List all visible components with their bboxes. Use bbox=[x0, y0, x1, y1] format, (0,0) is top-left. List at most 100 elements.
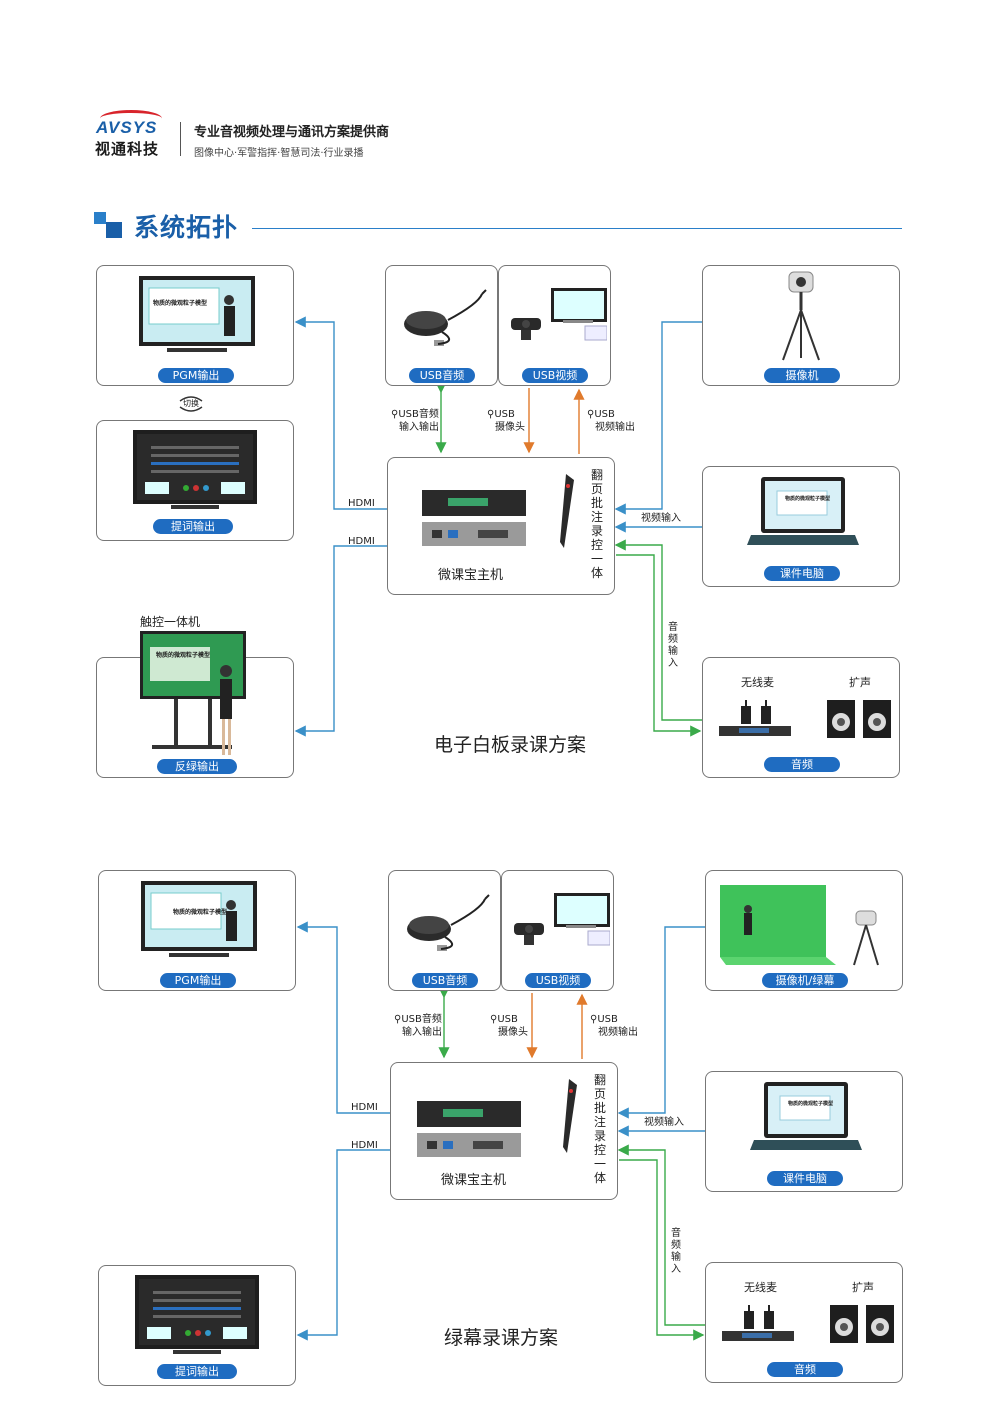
hdmi-line-pgm bbox=[294, 316, 387, 510]
touch-panel-icon bbox=[140, 631, 246, 755]
pen-label-2: 翻页批注录控一体 bbox=[593, 1073, 606, 1185]
audio-line-in-2 bbox=[617, 1144, 705, 1326]
camera-label: 摄像机 bbox=[764, 368, 840, 383]
header-divider bbox=[180, 122, 181, 156]
prompt-label: 提词输出 bbox=[153, 519, 233, 534]
hdmi-label-4: HDMI bbox=[351, 1140, 378, 1151]
hdmi-label-1: HDMI bbox=[348, 498, 375, 509]
usb-video-box: USB视频 bbox=[498, 265, 611, 386]
logo-cn: 视通科技 bbox=[95, 140, 160, 158]
laptop-icon bbox=[747, 477, 859, 545]
camera-label-2: 摄像机/绿幕 bbox=[762, 973, 848, 988]
usb-audio-text-3: ⚲USB音频 bbox=[394, 1014, 442, 1025]
feedback-label: 反绿输出 bbox=[157, 759, 237, 774]
slide-title: 物质的微观粒子模型 bbox=[156, 652, 211, 659]
usb-video-text-1: ⚲USB bbox=[587, 409, 615, 420]
webcam-icon bbox=[514, 893, 610, 946]
audio-line-out bbox=[616, 554, 702, 737]
section-square-icon bbox=[106, 222, 122, 238]
mic-speaker-icon bbox=[719, 700, 891, 738]
wireless-label-2: 无线麦 bbox=[744, 1281, 777, 1294]
presenter-pen-icon bbox=[563, 1079, 577, 1153]
monitor-icon bbox=[135, 1275, 259, 1354]
laptop-box: 物质的微观粒子模型 课件电脑 bbox=[702, 466, 900, 587]
audio-in-label: 音频输入 bbox=[668, 622, 678, 669]
pen-label: 翻页批注录控一体 bbox=[590, 468, 603, 580]
video-in-label: 视频输入 bbox=[641, 513, 681, 524]
section-rule bbox=[252, 228, 902, 229]
usb-video-text-4: 视频输出 bbox=[598, 1027, 638, 1038]
tv-icon bbox=[139, 276, 255, 352]
usb-audio-label: USB音频 bbox=[409, 368, 475, 383]
usb-cam-text-4: 摄像头 bbox=[498, 1027, 528, 1038]
pgm-label: PGM输出 bbox=[158, 368, 234, 383]
usb-audio-box-2: USB音频 bbox=[388, 870, 501, 991]
host-device-icon bbox=[422, 490, 526, 546]
pgm-label-2: PGM输出 bbox=[160, 973, 236, 988]
laptop-label-2: 课件电脑 bbox=[767, 1171, 843, 1186]
presenter-pen-icon bbox=[560, 474, 574, 548]
pgm-output-box-2: 物质的微观粒子模型 PGM输出 bbox=[98, 870, 296, 991]
host-device-icon bbox=[417, 1101, 521, 1157]
speaker-label-2: 扩声 bbox=[852, 1281, 874, 1294]
touch-label: 触控一体机 bbox=[140, 615, 201, 629]
usb-audio-text-1: ⚲USB音频 bbox=[391, 409, 439, 420]
slide-title: 物质的微观粒子模型 bbox=[153, 300, 208, 307]
audio-label: 音频 bbox=[764, 757, 840, 772]
hdmi-label-3: HDMI bbox=[351, 1102, 378, 1113]
camera-line-2 bbox=[617, 926, 705, 1119]
usb-audio-text-4: 输入输出 bbox=[402, 1027, 442, 1038]
usb-audio-box: USB音频 bbox=[385, 265, 498, 386]
laptop-icon bbox=[750, 1082, 862, 1150]
tv-icon bbox=[141, 881, 257, 957]
ptz-camera-icon bbox=[782, 271, 820, 361]
host-label: 微课宝主机 bbox=[438, 568, 504, 583]
speakerphone-icon bbox=[404, 289, 487, 346]
usb-cam-text-1: ⚲USB bbox=[487, 409, 515, 420]
audio-box: 无线麦 扩声 音频 bbox=[702, 657, 900, 778]
audio-label-2: 音频 bbox=[767, 1362, 843, 1377]
hdmi-line-pgm-2 bbox=[296, 921, 390, 1114]
mic-speaker-icon bbox=[722, 1305, 894, 1343]
section-square-icon bbox=[94, 212, 106, 224]
laptop-label: 课件电脑 bbox=[764, 566, 840, 581]
hdmi-line-feedback bbox=[294, 545, 387, 737]
laptop-box-2: 物质的微观粒子模型 课件电脑 bbox=[705, 1071, 903, 1192]
usb-audio-label-2: USB音频 bbox=[412, 973, 478, 988]
usb-video-text-2: 视频输出 bbox=[595, 422, 635, 433]
company-tagline: 专业音视频处理与通讯方案提供商 bbox=[194, 125, 390, 140]
usb-cam-text-3: ⚲USB bbox=[490, 1014, 518, 1025]
webcam-icon bbox=[511, 288, 607, 341]
host-label-2: 微课宝主机 bbox=[441, 1173, 507, 1188]
audio-in-label-2: 音频输入 bbox=[671, 1228, 681, 1275]
slide-title: 物质的微观粒子模型 bbox=[785, 496, 831, 502]
section-title: 系统拓扑 bbox=[134, 213, 239, 242]
logo-en: AVSYS bbox=[96, 118, 158, 137]
usb-cam-text-2: 摄像头 bbox=[495, 422, 525, 433]
hdmi-line-prompt-2 bbox=[296, 1149, 390, 1341]
camera-box: 摄像机 bbox=[702, 265, 900, 386]
audio-line-in bbox=[614, 539, 702, 721]
audio-line-out-2 bbox=[619, 1159, 705, 1341]
prompt-output-box-2: 提词输出 bbox=[98, 1265, 296, 1386]
diagram1-title: 电子白板录课方案 bbox=[434, 734, 587, 756]
monitor-icon bbox=[133, 430, 257, 509]
usb-video-box-2: USB视频 bbox=[501, 870, 614, 991]
switch-icon bbox=[179, 396, 203, 412]
wireless-label: 无线麦 bbox=[741, 676, 774, 689]
camera-greenscreen-box: 摄像机/绿幕 bbox=[705, 870, 903, 991]
greenscreen-icon bbox=[720, 885, 879, 966]
company-sub: 图像中心·军警指挥·智慧司法·行业录播 bbox=[194, 148, 364, 159]
camera-line bbox=[614, 321, 702, 515]
hdmi-label-2: HDMI bbox=[348, 536, 375, 547]
slide-title: 物质的微观粒子模型 bbox=[173, 909, 228, 916]
logo-swoosh bbox=[100, 110, 162, 127]
host-box-2: 微课宝主机 翻页批注录控一体 bbox=[390, 1062, 618, 1200]
usb-video-text-3: ⚲USB bbox=[590, 1014, 618, 1025]
prompt-output-box: 提词输出 bbox=[96, 420, 294, 541]
usb-audio-text-2: 输入输出 bbox=[399, 422, 439, 433]
speaker-label: 扩声 bbox=[849, 676, 871, 689]
switch-label: 切换 bbox=[183, 399, 199, 408]
usb-video-label: USB视频 bbox=[522, 368, 588, 383]
